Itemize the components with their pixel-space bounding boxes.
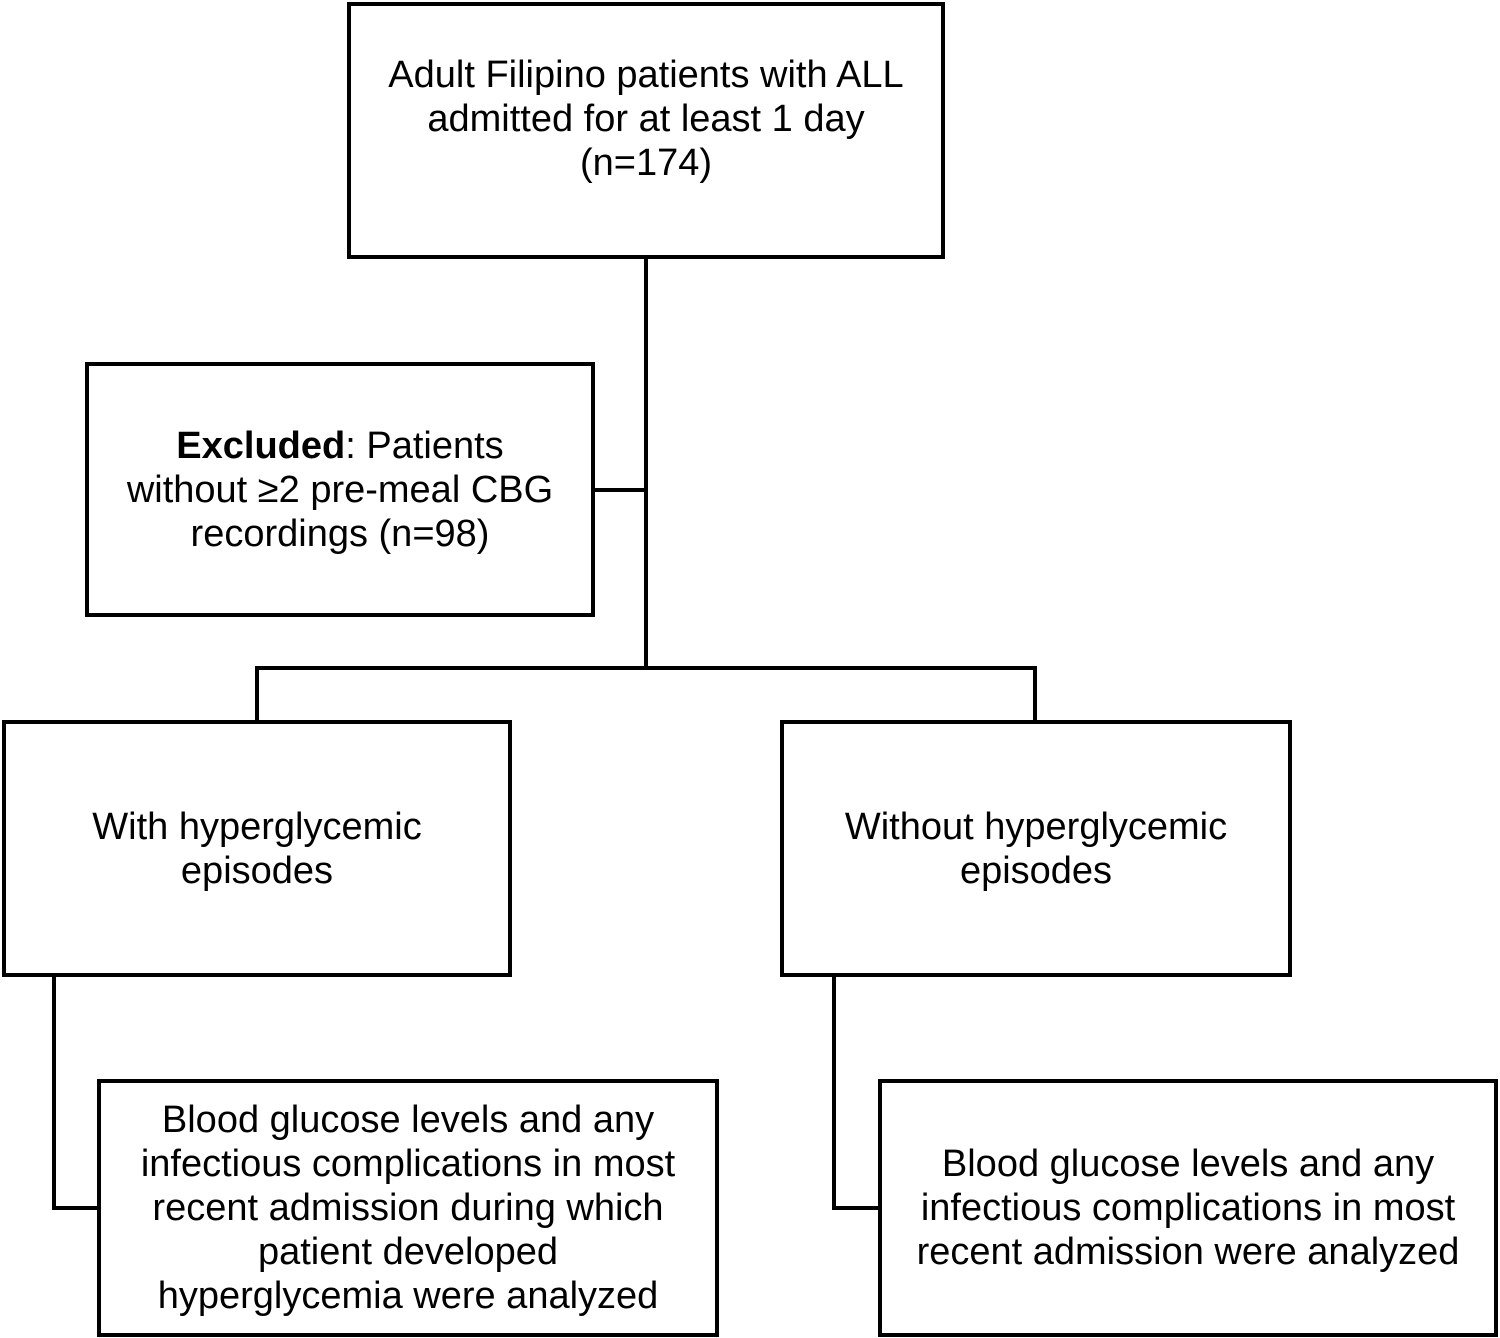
with-analysis-elbow-line [52,975,99,1210]
without-analysis-line-1: Blood glucose levels and any [941,1143,1435,1185]
without-analysis-elbow-line [832,975,880,1210]
without-hyperglycemic-box: Without hyperglycemic episodes [780,720,1292,977]
with-analysis-line-2: infectious complications in most [140,1143,676,1185]
with-hyperglycemic-line-2: episodes [180,849,334,892]
excluded-line-3: recordings (n=98) [190,512,490,555]
excluded-box: Excluded: Patients without ≥2 pre-meal C… [85,362,595,617]
with-analysis-line-1: Blood glucose levels and any [161,1099,655,1141]
population-box: Adult Filipino patients with ALL admitte… [347,2,945,259]
excluded-label: Excluded [176,424,346,467]
excluded-text: Excluded: Patients without ≥2 pre-meal C… [127,424,553,556]
without-analysis-box: Blood glucose levels and any infectious … [878,1079,1498,1337]
with-hyperglycemic-text: With hyperglycemic episodes [92,805,421,893]
excluded-line-1-rest: : Patients [345,424,504,467]
excluded-line-1: Excluded: Patients [127,424,553,468]
with-hyperglycemic-box: With hyperglycemic episodes [2,720,512,977]
with-analysis-line-4: patient developed [257,1231,559,1273]
without-analysis-line-3: recent admission were analyzed [916,1231,1460,1273]
with-analysis-line-3: recent admission during which [152,1187,664,1229]
population-text: Adult Filipino patients with ALL admitte… [388,53,903,209]
without-hyperglycemic-text: Without hyperglycemic episodes [845,805,1227,893]
without-analysis-text: Blood glucose levels and any infectious … [917,1142,1460,1274]
with-analysis-line-5: hyperglycemia were analyzed [157,1275,659,1317]
population-line-1: Adult Filipino patients with ALL [388,53,904,96]
excluded-line-2: without ≥2 pre-meal CBG [126,468,554,511]
with-analysis-box: Blood glucose levels and any infectious … [97,1079,719,1337]
without-analysis-line-2: infectious complications in most [920,1187,1456,1229]
with-hyperglycemic-line-1: With hyperglycemic [92,805,422,848]
population-line-2: admitted for at least 1 day [427,97,865,140]
without-hyperglycemic-line-1: Without hyperglycemic [844,805,1228,848]
without-hyperglycemic-line-2: episodes [959,849,1113,892]
with-analysis-text: Blood glucose levels and any infectious … [141,1098,675,1318]
population-count: (n=174) [579,141,713,184]
